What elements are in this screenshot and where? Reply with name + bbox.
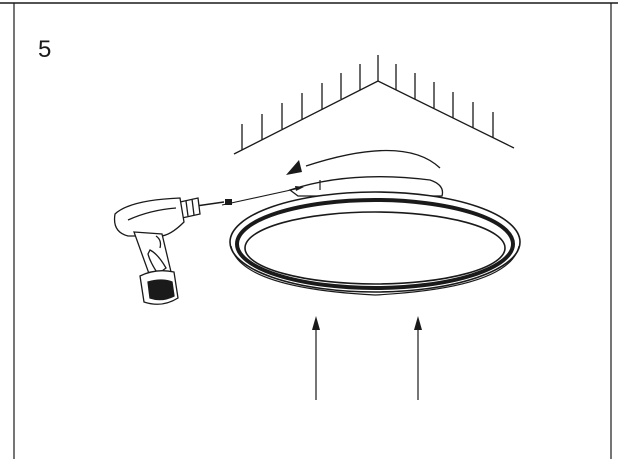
screw-icon <box>221 186 304 206</box>
rotation-arrow-icon <box>286 149 441 175</box>
upward-arrow-icon <box>312 316 422 400</box>
cordless-drill-icon <box>113 197 225 305</box>
ceiling-hatch-icon <box>233 55 515 155</box>
step-number: 5 <box>38 36 52 63</box>
ceiling-lamp-icon <box>229 176 521 296</box>
